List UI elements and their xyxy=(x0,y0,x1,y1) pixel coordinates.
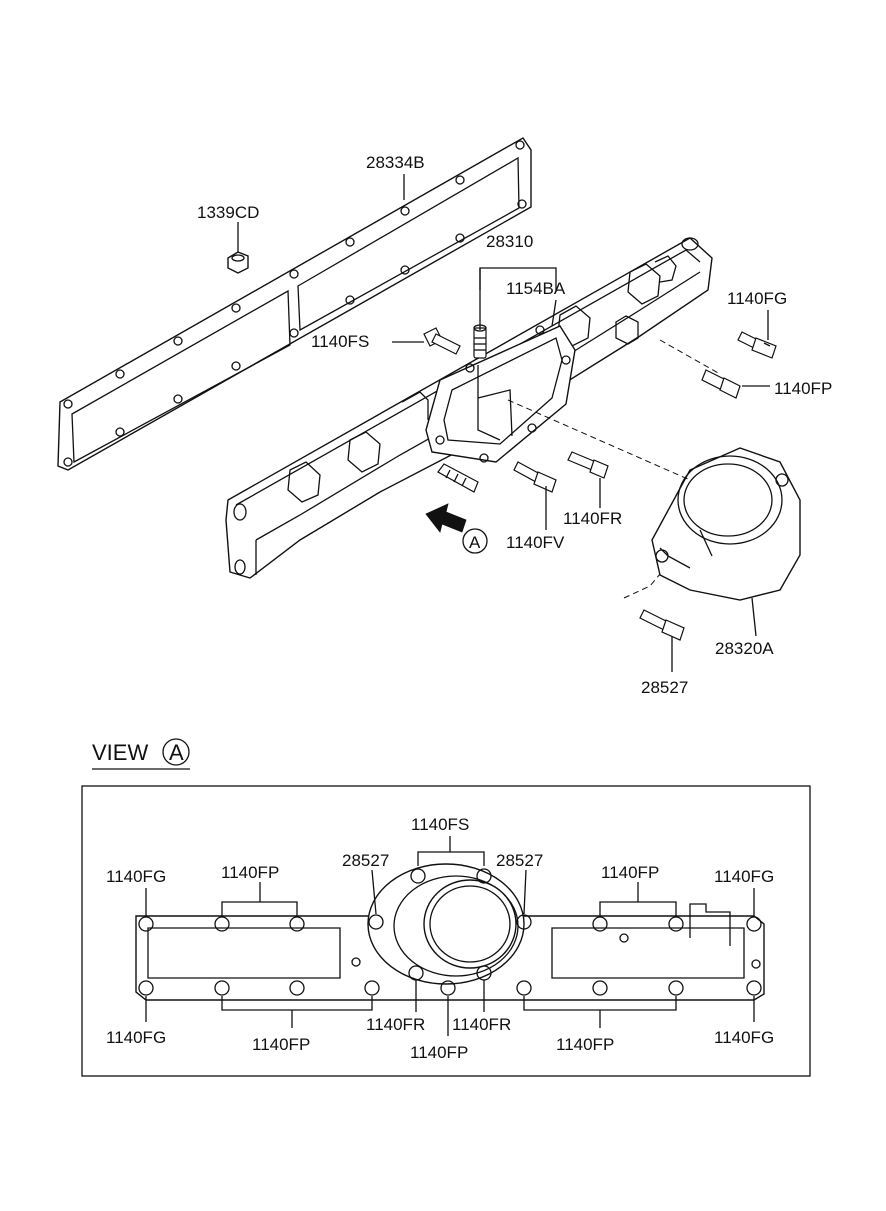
label-1140fp: 1140FP xyxy=(774,379,832,398)
view-label-1140fs: 1140FS xyxy=(411,815,469,834)
label-1339cd: 1339CD xyxy=(197,203,259,222)
view-label-1140fp-top-right: 1140FP xyxy=(601,863,659,882)
view-label-1140fr-left: 1140FR xyxy=(366,1015,425,1034)
label-28334b: 28334B xyxy=(366,153,425,172)
bolt-1140fv[interactable] xyxy=(513,461,557,493)
view-label-1140fg-bottom-right: 1140FG xyxy=(714,1028,774,1047)
view-label-1140fg-top-right: 1140FG xyxy=(714,867,774,886)
throttle-housing-28320a[interactable] xyxy=(651,447,801,601)
svg-text:A: A xyxy=(169,740,184,765)
stud-lower[interactable] xyxy=(437,463,479,493)
view-label-1140fp-bottom-right: 1140FP xyxy=(556,1035,614,1054)
view-label-1140fp-bottom-left: 1140FP xyxy=(252,1035,310,1054)
svg-text:VIEW: VIEW xyxy=(92,740,148,765)
view-label-1140fp-top-left: 1140FP xyxy=(221,863,279,882)
intake-manifold-28310[interactable] xyxy=(225,237,713,579)
view-a-arrow: A xyxy=(425,503,488,554)
label-1140fg: 1140FG xyxy=(727,289,787,308)
view-a-title: VIEW A xyxy=(92,738,190,770)
view-label-1140fg-bottom-left: 1140FG xyxy=(106,1028,166,1047)
nut-1339cd[interactable] xyxy=(227,251,249,274)
bolt-1140fr[interactable] xyxy=(567,451,609,479)
leader-lines xyxy=(237,174,770,672)
label-1140fs: 1140FS xyxy=(311,332,369,351)
label-1154ba: 1154BA xyxy=(506,279,566,298)
view-label-1140fp-bottom-center: 1140FP xyxy=(410,1043,468,1062)
assembly-guide-lines xyxy=(507,339,721,599)
view-label-28527-left: 28527 xyxy=(342,851,389,870)
view-a-gasket xyxy=(135,863,765,1001)
view-label-28527-right: 28527 xyxy=(496,851,543,870)
gasket-28334b[interactable] xyxy=(57,137,532,471)
bolt-1140fg[interactable] xyxy=(737,331,777,359)
bolt-1140fp[interactable] xyxy=(701,369,741,399)
label-28320a: 28320A xyxy=(715,639,774,658)
bolt-1140fs[interactable] xyxy=(423,327,461,355)
label-1140fr: 1140FR xyxy=(563,509,622,528)
view-label-1140fr-right: 1140FR xyxy=(452,1015,511,1034)
label-1140fv: 1140FV xyxy=(506,533,565,552)
view-marker-label: A xyxy=(469,533,481,552)
stud-1154ba[interactable] xyxy=(473,324,487,359)
bolt-28527[interactable] xyxy=(639,609,685,641)
label-28527: 28527 xyxy=(641,678,688,697)
view-a-leaders xyxy=(145,836,755,1036)
view-label-1140fg-top-left: 1140FG xyxy=(106,867,166,886)
view-a-frame xyxy=(81,785,811,1077)
label-28310: 28310 xyxy=(486,232,533,251)
